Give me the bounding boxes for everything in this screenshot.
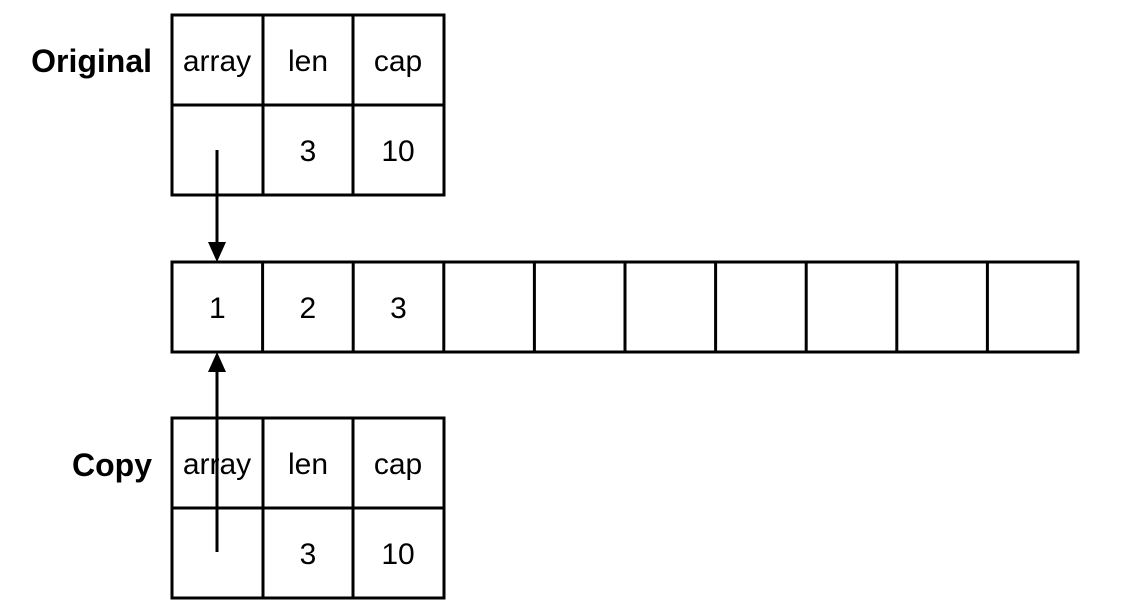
backing-array-cells: 1 2 3 — [209, 292, 407, 325]
copy-value-cap: 10 — [381, 538, 414, 571]
original-struct: array len cap 3 10 — [170, 13, 446, 197]
copy-pointer-head — [208, 352, 226, 372]
original-pointer-head — [208, 242, 226, 262]
backing-array: 1 2 3 — [170, 260, 1080, 354]
backing-array-cell: 2 — [300, 292, 317, 325]
original-header-array: array — [183, 45, 251, 78]
copy-struct: array len cap 3 10 — [170, 416, 446, 600]
original-label: Original — [31, 43, 152, 79]
backing-array-cell: 3 — [390, 292, 407, 325]
original-header-len: len — [288, 45, 328, 78]
original-pointer-arrow — [208, 150, 226, 262]
backing-array-dividers — [261, 262, 989, 352]
original-header-cap: cap — [374, 45, 422, 78]
backing-array-cell: 1 — [209, 292, 226, 325]
original-value-len: 3 — [300, 135, 317, 168]
copy-pointer-arrow — [208, 352, 226, 552]
copy-value-len: 3 — [300, 538, 317, 571]
copy-header-len: len — [288, 448, 328, 481]
original-value-cap: 10 — [381, 135, 414, 168]
copy-label: Copy — [72, 447, 152, 483]
copy-header-cap: cap — [374, 448, 422, 481]
